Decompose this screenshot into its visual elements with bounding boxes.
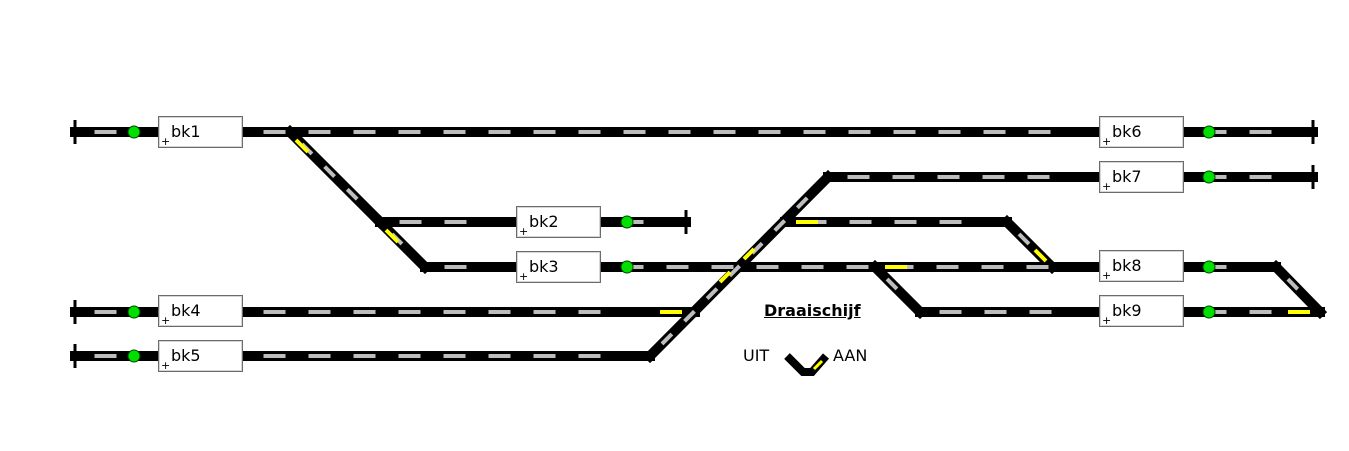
- turntable-switch[interactable]: [784, 353, 830, 376]
- switch-active-indicator[interactable]: [1033, 248, 1048, 263]
- block-label: bk6: [1112, 122, 1142, 141]
- track-segment: [867, 259, 928, 320]
- signal-bk1-icon[interactable]: [127, 125, 141, 139]
- block-label: bk1: [171, 122, 201, 141]
- turntable-active-indicator: [812, 359, 824, 371]
- block-plus-icon: +: [519, 270, 529, 283]
- block-label: bk5: [171, 346, 201, 365]
- track-tie: [345, 187, 359, 201]
- track-tie: [683, 309, 696, 323]
- block-plus-icon: +: [1102, 135, 1112, 148]
- turntable-on-label[interactable]: AAN: [833, 346, 868, 365]
- block-plus-icon: +: [161, 314, 171, 327]
- signal-bk9-icon[interactable]: [1202, 305, 1216, 319]
- track-tie: [773, 219, 787, 232]
- track-tie: [660, 332, 674, 346]
- signal-bk6-icon[interactable]: [1202, 125, 1216, 139]
- signal-bk2-icon[interactable]: [620, 215, 634, 229]
- block-bk7[interactable]: bk7 +: [1099, 161, 1184, 193]
- turntable-off-label[interactable]: UIT: [743, 346, 770, 365]
- block-label: bk9: [1112, 301, 1142, 320]
- block-plus-icon: +: [1102, 269, 1112, 282]
- track-tie: [1017, 232, 1031, 246]
- track-segment: [1268, 259, 1328, 320]
- block-plus-icon: +: [161, 359, 171, 372]
- block-bk3[interactable]: bk3 +: [516, 251, 601, 283]
- block-bk1[interactable]: bk1 +: [158, 116, 243, 148]
- track-tie: [795, 196, 809, 210]
- switch-active-indicator[interactable]: [384, 228, 400, 244]
- signal-bk7-icon[interactable]: [1202, 170, 1216, 184]
- block-label: bk2: [529, 212, 559, 231]
- block-label: bk7: [1112, 167, 1142, 186]
- block-plus-icon: +: [519, 225, 529, 238]
- track-tie: [705, 287, 719, 300]
- track-tie: [1286, 277, 1300, 291]
- block-bk6[interactable]: bk6 +: [1099, 116, 1184, 148]
- block-label: bk4: [171, 301, 201, 320]
- turntable-title: Draaischijf: [764, 301, 861, 320]
- switch-active-indicator[interactable]: [718, 270, 732, 284]
- switch-active-indicator[interactable]: [742, 247, 756, 261]
- block-bk2[interactable]: bk2 +: [516, 206, 601, 238]
- track-tie: [885, 277, 899, 291]
- block-bk5[interactable]: bk5 +: [158, 340, 243, 372]
- block-label: bk8: [1112, 256, 1142, 275]
- block-label: bk3: [529, 257, 559, 276]
- block-bk8[interactable]: bk8 +: [1099, 250, 1184, 282]
- block-bk9[interactable]: bk9 +: [1099, 295, 1184, 327]
- track-tie: [728, 264, 741, 278]
- track-segment: [372, 214, 433, 275]
- signal-bk5-icon[interactable]: [127, 349, 141, 363]
- block-plus-icon: +: [1102, 314, 1112, 327]
- block-plus-icon: +: [1102, 180, 1112, 193]
- switch-active-indicator[interactable]: [294, 138, 310, 154]
- signal-bk8-icon[interactable]: [1202, 260, 1216, 274]
- signal-bk4-icon[interactable]: [127, 305, 141, 319]
- block-bk4[interactable]: bk4 +: [158, 295, 243, 327]
- track-tie: [323, 165, 336, 178]
- block-plus-icon: +: [161, 135, 171, 148]
- signal-bk3-icon[interactable]: [620, 260, 634, 274]
